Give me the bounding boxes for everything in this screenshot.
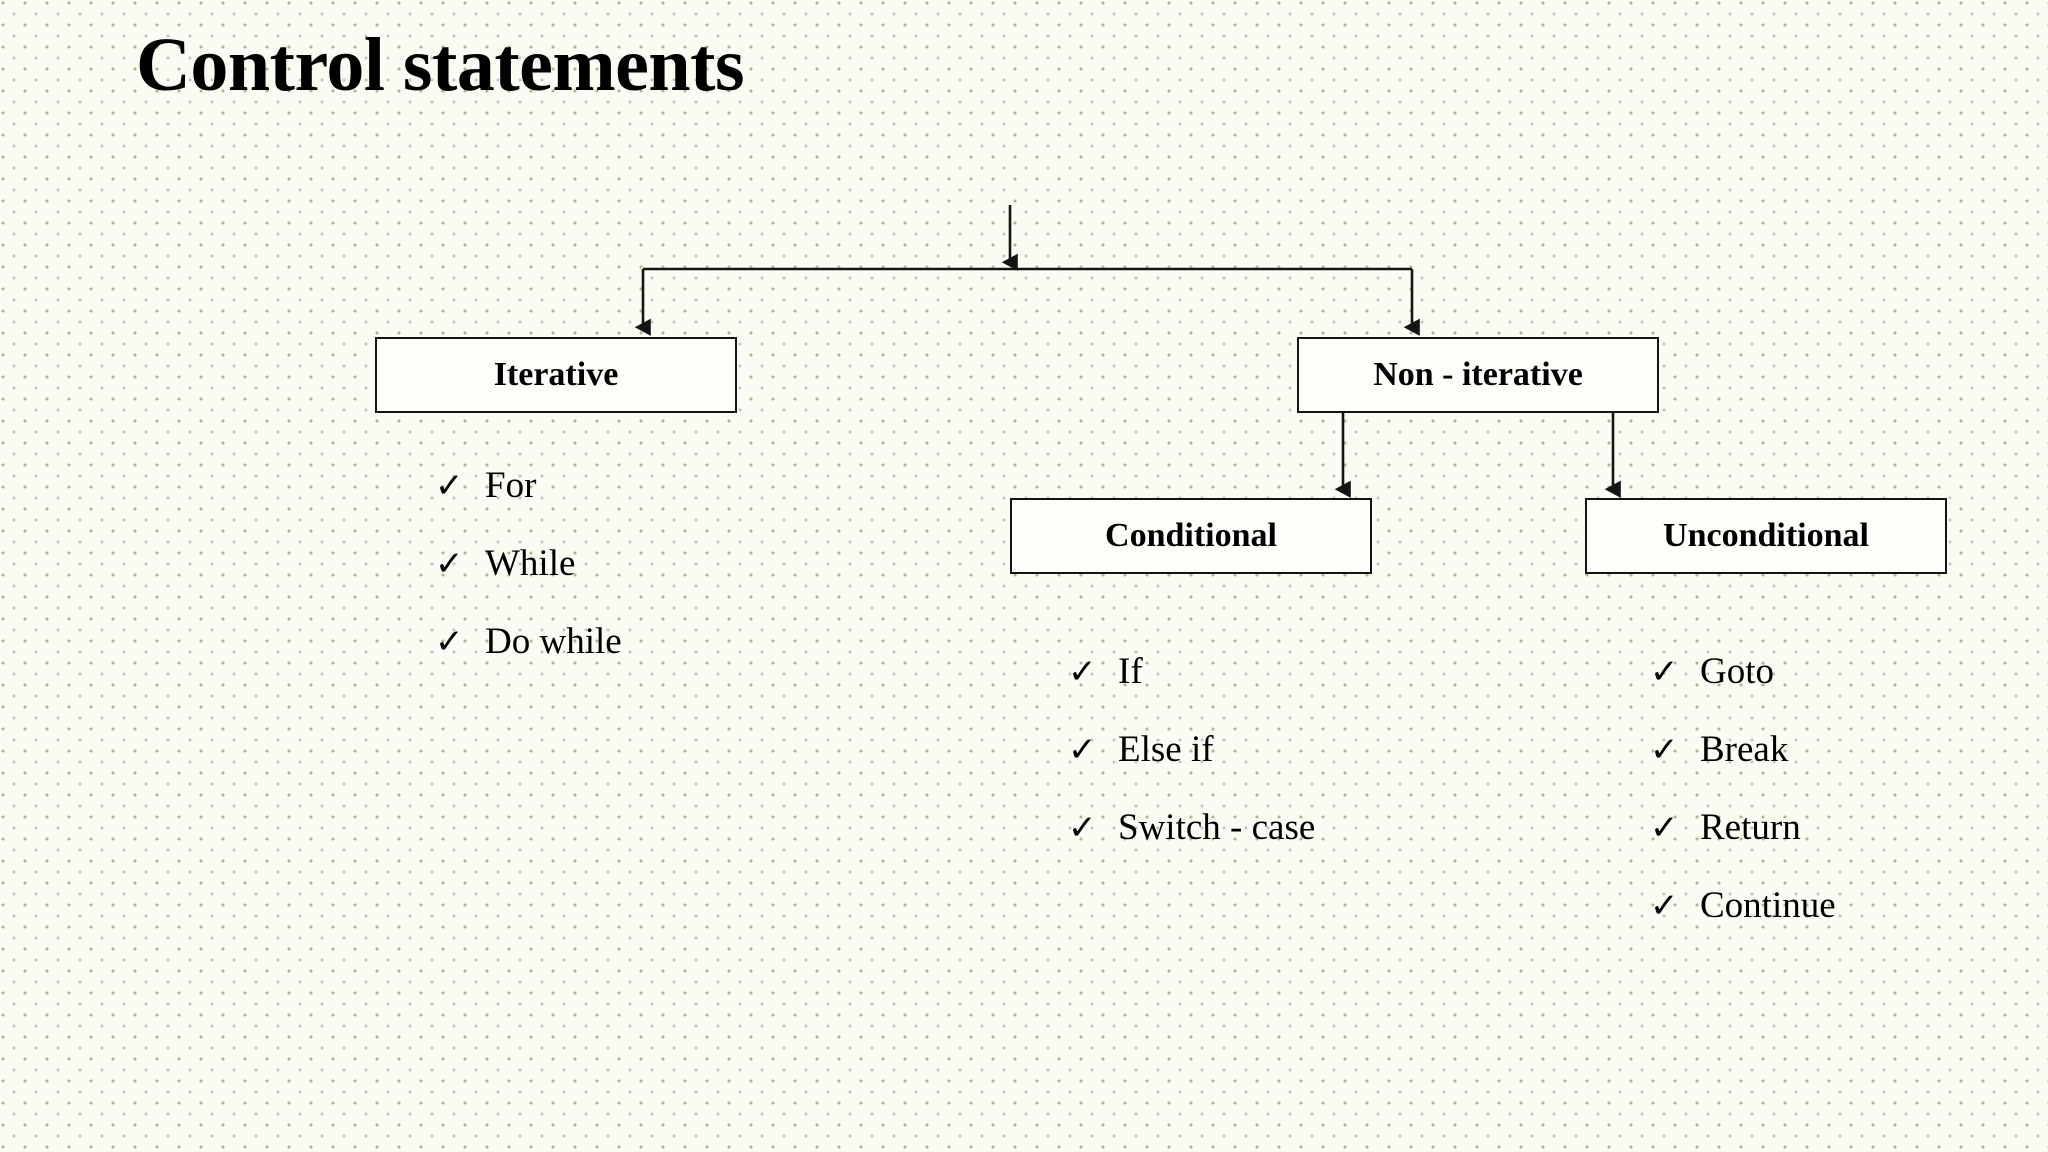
node-label-unconditional: Unconditional bbox=[1663, 517, 1869, 554]
check-icon: ✓ bbox=[1650, 730, 1679, 770]
list-item-label: Return bbox=[1700, 807, 1801, 848]
list-item: ✓ While bbox=[435, 545, 622, 582]
list-item: ✓ Else if bbox=[1068, 731, 1315, 768]
list-item-label: Continue bbox=[1700, 885, 1836, 926]
check-icon: ✓ bbox=[1068, 808, 1097, 848]
bullet-list-iterative: ✓ For ✓ While ✓ Do while bbox=[435, 467, 622, 701]
node-box-unconditional: Unconditional bbox=[1585, 498, 1947, 574]
list-item: ✓ Break bbox=[1650, 731, 1836, 768]
node-box-iterative: Iterative bbox=[375, 337, 737, 413]
list-item: ✓ Do while bbox=[435, 623, 622, 660]
list-item: ✓ Goto bbox=[1650, 653, 1836, 690]
list-item: ✓ If bbox=[1068, 653, 1315, 690]
check-icon: ✓ bbox=[435, 544, 464, 584]
list-item: ✓ Return bbox=[1650, 809, 1836, 846]
page-title: Control statements bbox=[136, 23, 745, 107]
list-item-label: Else if bbox=[1118, 729, 1214, 770]
check-icon: ✓ bbox=[435, 466, 464, 506]
list-item-label: For bbox=[485, 465, 537, 506]
node-label-conditional: Conditional bbox=[1105, 517, 1277, 554]
list-item: ✓ For bbox=[435, 467, 622, 504]
check-icon: ✓ bbox=[1650, 808, 1679, 848]
list-item-label: Do while bbox=[485, 621, 622, 662]
list-item-label: Goto bbox=[1700, 651, 1774, 692]
check-icon: ✓ bbox=[1068, 652, 1097, 692]
check-icon: ✓ bbox=[1068, 730, 1097, 770]
node-label-iterative: Iterative bbox=[493, 356, 619, 393]
list-item: ✓ Switch - case bbox=[1068, 809, 1315, 846]
node-label-non-iterative: Non - iterative bbox=[1373, 356, 1583, 393]
check-icon: ✓ bbox=[1650, 886, 1679, 926]
list-item-label: If bbox=[1118, 651, 1143, 692]
check-icon: ✓ bbox=[1650, 652, 1679, 692]
list-item-label: Break bbox=[1700, 729, 1789, 770]
bullet-list-conditional: ✓ If ✓ Else if ✓ Switch - case bbox=[1068, 653, 1315, 887]
check-icon: ✓ bbox=[435, 622, 464, 662]
list-item-label: Switch - case bbox=[1118, 807, 1316, 848]
list-item-label: While bbox=[485, 543, 576, 584]
node-box-conditional: Conditional bbox=[1010, 498, 1372, 574]
bullet-list-unconditional: ✓ Goto ✓ Break ✓ Return ✓ Continue bbox=[1650, 653, 1836, 965]
list-item: ✓ Continue bbox=[1650, 887, 1836, 924]
node-box-non-iterative: Non - iterative bbox=[1297, 337, 1659, 413]
